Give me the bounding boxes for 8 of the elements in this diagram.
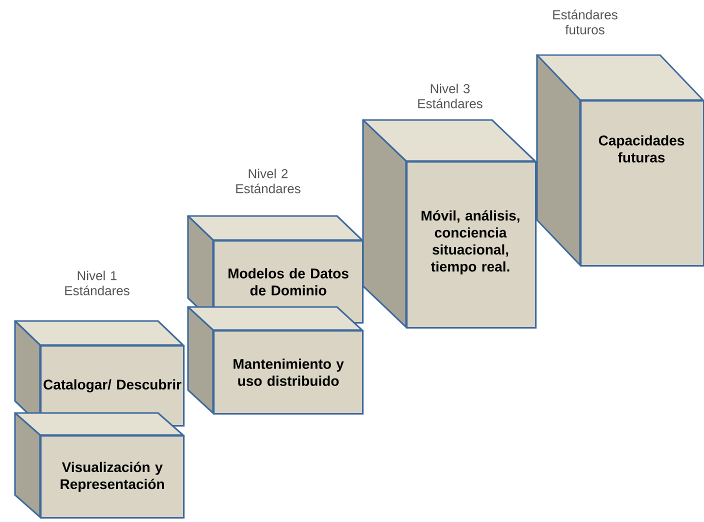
level-heading: Nivel 2 Estándares (236, 168, 300, 194)
level-heading: Nivel 1 Estándares (65, 270, 130, 296)
cube-box: Móvil, análisis, conciencia situacional, tiempo real. (362, 119, 537, 329)
cube-box: Mantenimiento y uso distribuido (187, 306, 364, 415)
level-heading: Nivel 3 Estándares (418, 84, 482, 108)
level-heading: Estándares futuros (553, 10, 618, 34)
cube-box: Capacidades futuras (536, 54, 704, 267)
cube-box: Visualización y Representación (14, 412, 185, 519)
